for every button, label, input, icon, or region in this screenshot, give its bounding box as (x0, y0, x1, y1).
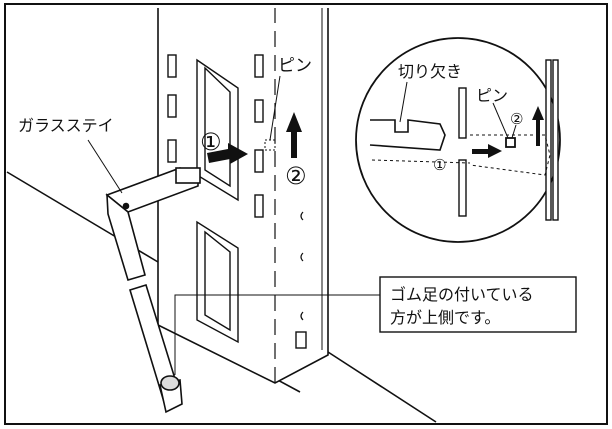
glass-stay-lower (129, 283, 183, 414)
detail-circle (355, 37, 561, 243)
leader-lines (87, 75, 380, 375)
detail-stay (369, 119, 446, 151)
callout-box (379, 276, 577, 333)
detail-step1-label: ① (433, 156, 446, 174)
detail-arrow-step1 (472, 144, 502, 158)
detail-leaders (399, 81, 517, 139)
arrow-step2 (286, 112, 302, 158)
callout-line1: ゴム足の付いている (390, 285, 534, 304)
rubber-foot (160, 375, 180, 391)
notch-label: 切り欠き (398, 62, 462, 81)
diagram-frame (4, 3, 608, 425)
pin-label: ピン (278, 56, 312, 76)
detail-slots (458, 59, 559, 221)
detail-view: 切り欠き ピン ② ① (355, 37, 561, 243)
callout-line2: 方が上側です。 (390, 308, 500, 327)
detail-arrow-step2 (532, 106, 544, 146)
glass-stay (105, 167, 201, 281)
step1-label: ① (200, 128, 222, 156)
glass-stay-label: ガラスステイ (18, 116, 114, 135)
detail-pin-label: ピン (476, 86, 508, 105)
detail-pin (505, 137, 516, 148)
arrow-step1 (207, 143, 248, 164)
step2-label: ② (285, 162, 307, 190)
detail-step2-label: ② (510, 110, 523, 128)
detail-dashed-path (371, 134, 551, 176)
panel-hooks (300, 211, 304, 321)
